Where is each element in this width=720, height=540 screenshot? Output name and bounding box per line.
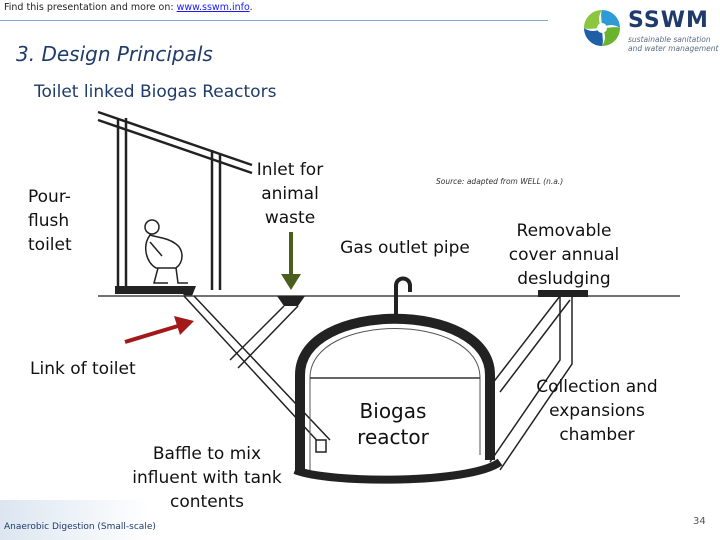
label-removable-line-1: Removable (516, 221, 612, 241)
label-collection-line-2: expansions (549, 401, 645, 421)
label-pour-flush-line-2: flush (28, 211, 70, 231)
footer-course-title: Anaerobic Digestion (Small-scale) (4, 522, 156, 532)
label-inlet-line-3: waste (264, 208, 316, 228)
header-note-suffix: . (249, 2, 253, 13)
inlet-arrow (281, 232, 301, 290)
header-note-text: Find this presentation and more on: (4, 2, 177, 13)
label-collection-line-3: chamber (559, 425, 635, 445)
label-biogas-line-2: reactor (357, 425, 429, 449)
label-pour-flush-line-3: toilet (28, 235, 72, 255)
label-baffle-line-1: Baffle to mix (152, 444, 262, 464)
label-removable-cover: Removable cover annual desludging (494, 219, 634, 291)
reactor-dome-inner (309, 328, 481, 470)
label-inlet-line-2: animal (261, 184, 319, 204)
label-collection-line-1: Collection and (536, 377, 658, 397)
reactor-floor (293, 458, 503, 484)
label-link-of-toilet: Link of toilet (30, 359, 136, 379)
header-note: Find this presentation and more on: www.… (4, 2, 253, 13)
page-number: 34 (693, 516, 706, 527)
label-removable-line-3: desludging (517, 269, 611, 289)
inlet-pipes (183, 295, 331, 447)
gas-outlet-pipe (394, 276, 412, 318)
footer-band (0, 500, 150, 540)
label-inlet-line-1: Inlet for (256, 160, 324, 180)
slide-subtitle: Toilet linked Biogas Reactors (34, 82, 277, 102)
label-baffle: Baffle to mix influent with tank content… (117, 442, 297, 514)
toilet-pan (180, 286, 196, 296)
label-pour-flush-toilet: Pour- flush toilet (28, 185, 92, 257)
label-gas-outlet-pipe: Gas outlet pipe (340, 238, 470, 258)
label-inlet-animal-waste: Inlet for animal waste (240, 158, 340, 230)
label-biogas-reactor: Biogas reactor (343, 398, 443, 450)
section-title: 3. Design Principals (16, 42, 213, 66)
toilet-slab (115, 286, 193, 294)
label-collection-chamber: Collection and expansions chamber (522, 375, 672, 447)
removable-cover (538, 290, 588, 297)
source-citation: Source: adapted from WELL (n.a.) (436, 177, 564, 186)
toilet-shelter (97, 110, 253, 290)
reactor-dome-outer (295, 313, 495, 470)
person-figure (144, 219, 188, 284)
logo-tagline-1: sustainable sanitation (628, 35, 711, 44)
logo-name: SSWM (628, 8, 709, 33)
baffle-outlet (315, 439, 327, 453)
label-baffle-line-2: influent with tank (132, 468, 282, 488)
sswm-logo: SSWM sustainable sanitation and water ma… (580, 6, 720, 56)
label-biogas-line-1: Biogas (359, 399, 427, 423)
logo-tagline-2: and water management (628, 44, 719, 53)
label-removable-line-2: cover annual (508, 245, 620, 265)
link-arrow (124, 316, 194, 344)
sswm-link[interactable]: www.sswm.info (176, 2, 250, 13)
label-pour-flush-line-1: Pour- (28, 187, 71, 207)
animal-inlet-funnel (277, 296, 305, 306)
expansion-chamber (489, 295, 573, 471)
label-baffle-line-3: contents (170, 492, 244, 512)
sswm-logo-icon (582, 8, 622, 48)
header-divider (0, 20, 548, 21)
